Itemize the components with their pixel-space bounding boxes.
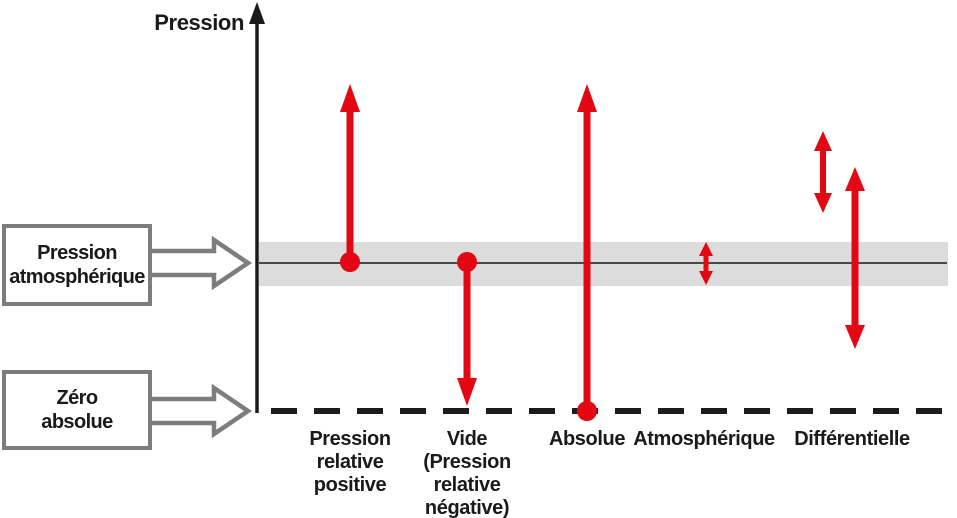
differential-arrow-large (845, 167, 865, 349)
callout-box-zero: Zéro absolue (2, 370, 152, 450)
absolute-arrow (577, 84, 597, 421)
callout-arrow-atmospheric (145, 235, 253, 291)
differential-arrow-small (814, 131, 832, 213)
callout-arrow-zero (145, 383, 253, 439)
vacuum-arrow (457, 252, 477, 406)
category-label-gauge-positive: Pression relative positive (309, 428, 391, 496)
category-label-vacuum: Vide (Pression relative négative) (423, 428, 511, 518)
category-label-differential: Différentielle (794, 428, 910, 450)
category-label-absolute: Absolue (548, 428, 626, 450)
category-label-atmospheric: Atmosphérique (633, 428, 775, 450)
y-axis-arrowhead (249, 2, 265, 24)
gauge-positive-arrow (340, 84, 360, 272)
axis-title: Pression (154, 10, 244, 35)
callout-box-atmospheric: Pression atmosphérique (2, 224, 152, 306)
atmospheric-arrow (699, 242, 713, 285)
